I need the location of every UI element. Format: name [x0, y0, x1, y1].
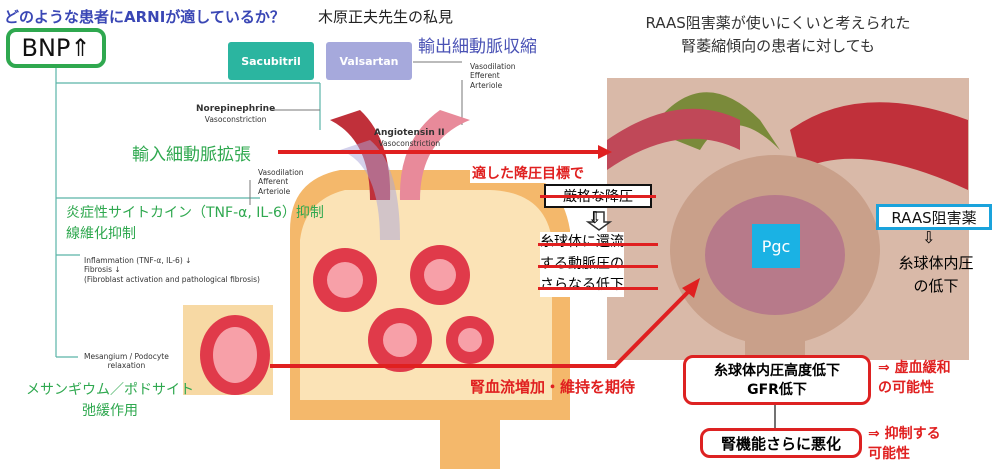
outcome1-note: ⇒ 虚血緩和 の可能性 [878, 358, 951, 399]
raas-result: 糸球体内圧 の低下 [880, 252, 992, 299]
outcome2-note-line1: ⇒ 抑制する [868, 426, 941, 442]
vda-line1: Vasodilation [258, 168, 304, 177]
down-arrow-1: ⇩ [588, 208, 602, 227]
outcome2-note: ⇒ 抑制する 可能性 [868, 424, 941, 465]
inflammation-label: Inflammation (TNF-α, IL-6) ↓ Fibrosis ↓ … [84, 256, 260, 284]
norepinephrine-sub: Vasoconstriction [204, 115, 267, 125]
inflam-line3: (Fibroblast activation and pathological … [84, 274, 260, 284]
outcome1-note-line2: の可能性 [878, 380, 934, 397]
sacubitril-box: Sacubitril [228, 42, 314, 80]
inflam-line1: Inflammation (TNF-α, IL-6) ↓ [84, 256, 192, 265]
norepinephrine-title: Norepinephrine [196, 104, 276, 114]
raas-inhibitor-box: RAAS阻害薬 [876, 204, 992, 230]
vda-line2: Afferent [258, 177, 289, 187]
mesangium-jp-line2: 弛緩作用 [82, 403, 138, 419]
strike-line1 [538, 243, 658, 246]
cytokine-line2: 線維化抑制 [66, 226, 136, 242]
strike-line3 [538, 287, 658, 290]
efferent-label: 輸出細動脈収縮 [418, 37, 537, 57]
angiotensin-sub: Vasoconstriction [378, 139, 441, 149]
right-title-line1: RAAS阻害薬が使いにくいと考えられた [645, 14, 911, 32]
renal-flow-label: 腎血流増加・維持を期待 [470, 378, 636, 396]
bnp-box: BNP⇑ [6, 28, 106, 68]
mesangium-line1: Mesangium / Podocyte [84, 352, 169, 361]
inflam-line2: Fibrosis ↓ [84, 265, 121, 275]
afferent-label: 輸入細動脈拡張 [132, 145, 251, 165]
vasodilation-afferent-label: Vasodilation Afferent Arteriole [258, 168, 304, 196]
question-title: どのような患者にARNIが適しているか？ [4, 8, 285, 26]
vasodilation-efferent-label: Vasodilation Efferent Arteriole [470, 62, 516, 90]
raas-result-line2: の低下 [913, 277, 959, 296]
outcome1-line1: 糸球体内圧高度低下 [714, 363, 840, 379]
strike-line2 [538, 265, 658, 268]
opinion-label: 木原正夫先生の私見 [318, 8, 454, 26]
angiotensin-label: Angiotensin II Vasoconstriction [374, 128, 445, 149]
right-title: RAAS阻害薬が使いにくいと考えられた 腎萎縮傾向の患者に対しても [628, 12, 928, 57]
bp-target-label: 適した降圧目標で [470, 163, 586, 183]
outcome-gfr-box: 糸球体内圧高度低下 GFR低下 [683, 355, 871, 405]
right-title-line2: 腎萎縮傾向の患者に対しても [681, 36, 875, 55]
mesangium-jp-label: メサンギウム／ポドサイト 弛緩作用 [26, 380, 194, 422]
vde-line1: Vasodilation [470, 62, 516, 71]
norepinephrine-label: Norepinephrine Vasoconstriction [196, 104, 275, 125]
struck-line1: 糸球体に還流 [540, 234, 624, 250]
mesangium-jp-line1: メサンギウム／ポドサイト [26, 382, 194, 398]
cytokine-label: 炎症性サイトカイン（TNF-α, IL-6）抑制 線維化抑制 [66, 203, 324, 245]
raas-result-line1: 糸球体内圧 [898, 254, 974, 272]
outcome1-note-line1: ⇒ 虚血緩和 [878, 360, 951, 376]
pgc-box: Pgc [752, 224, 800, 268]
angiotensin-title: Angiotensin II [374, 128, 445, 138]
glomerulus-left-icon [183, 110, 570, 469]
outcome-renal-box: 腎機能さらに悪化 [700, 428, 862, 458]
mesangium-line2: relaxation [107, 361, 146, 371]
mesangium-label: Mesangium / Podocyte relaxation [84, 352, 169, 371]
vde-line2: Efferent [470, 71, 500, 81]
outcome1-line2: GFR低下 [747, 381, 807, 398]
valsartan-box: Valsartan [326, 42, 412, 80]
outcome2-note-line2: 可能性 [868, 446, 910, 463]
vde-line3: Arteriole [470, 80, 503, 90]
down-arrow-2: ⇩ [922, 228, 936, 247]
cytokine-line1: 炎症性サイトカイン（TNF-α, IL-6）抑制 [66, 205, 324, 221]
vda-line3: Arteriole [258, 186, 291, 196]
strike-strict [540, 195, 656, 198]
